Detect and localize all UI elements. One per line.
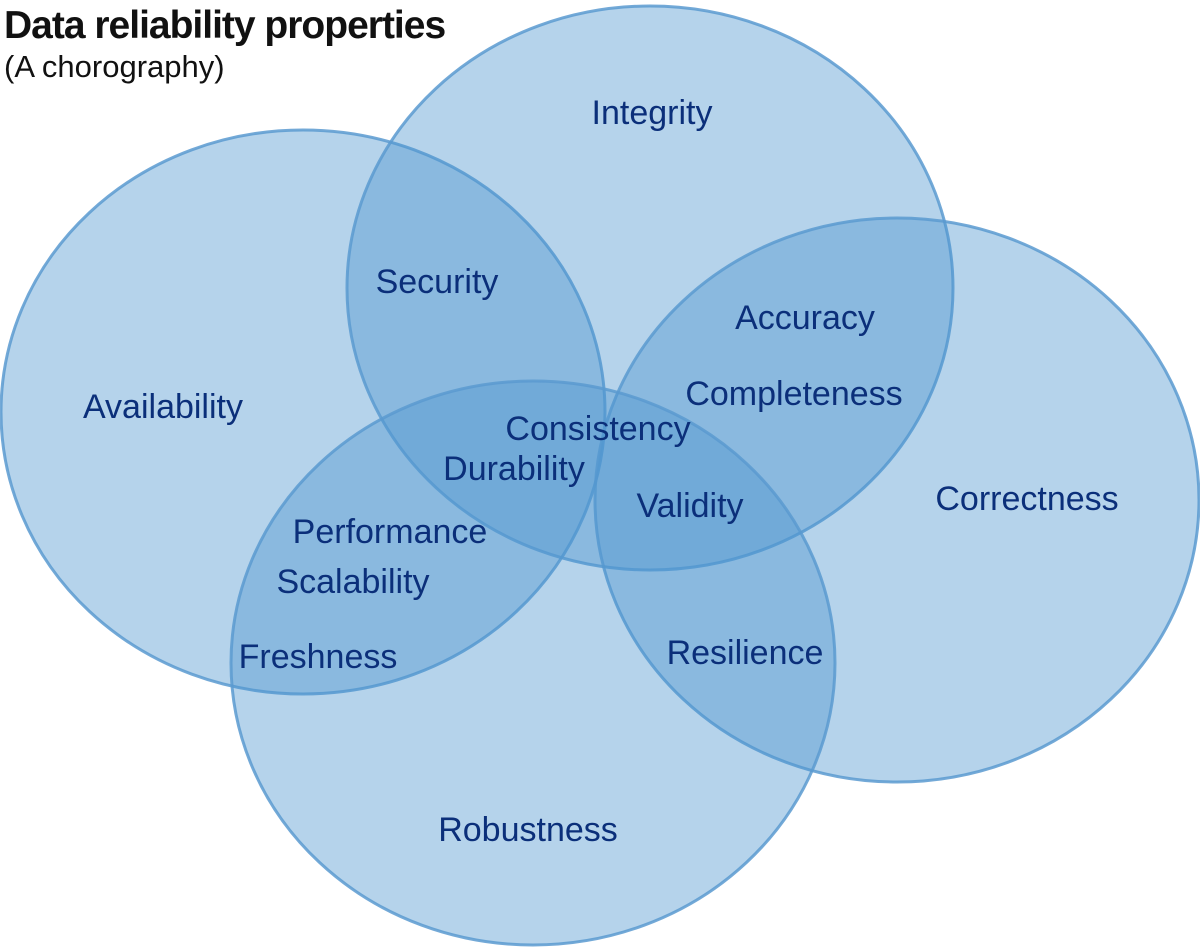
page-title: Data reliability properties [4,4,446,47]
label-resilience: Resilience [667,634,824,672]
circle-correctness [593,216,1200,784]
label-robustness: Robustness [438,811,618,849]
label-availability: Availability [83,388,243,426]
label-security: Security [376,263,499,301]
label-completeness: Completeness [685,375,902,413]
label-integrity: Integrity [592,94,713,132]
circle-integrity [345,4,955,572]
label-performance: Performance [293,513,488,551]
label-scalability: Scalability [276,563,429,601]
label-correctness: Correctness [935,480,1118,518]
circle-robustness [229,379,837,947]
label-freshness: Freshness [239,638,398,676]
label-validity: Validity [636,487,743,525]
circle-availability [0,128,607,696]
label-durability: Durability [443,450,585,488]
label-accuracy: Accuracy [735,299,875,337]
label-consistency: Consistency [505,410,690,448]
page-subtitle: (A chorography) [4,49,225,84]
